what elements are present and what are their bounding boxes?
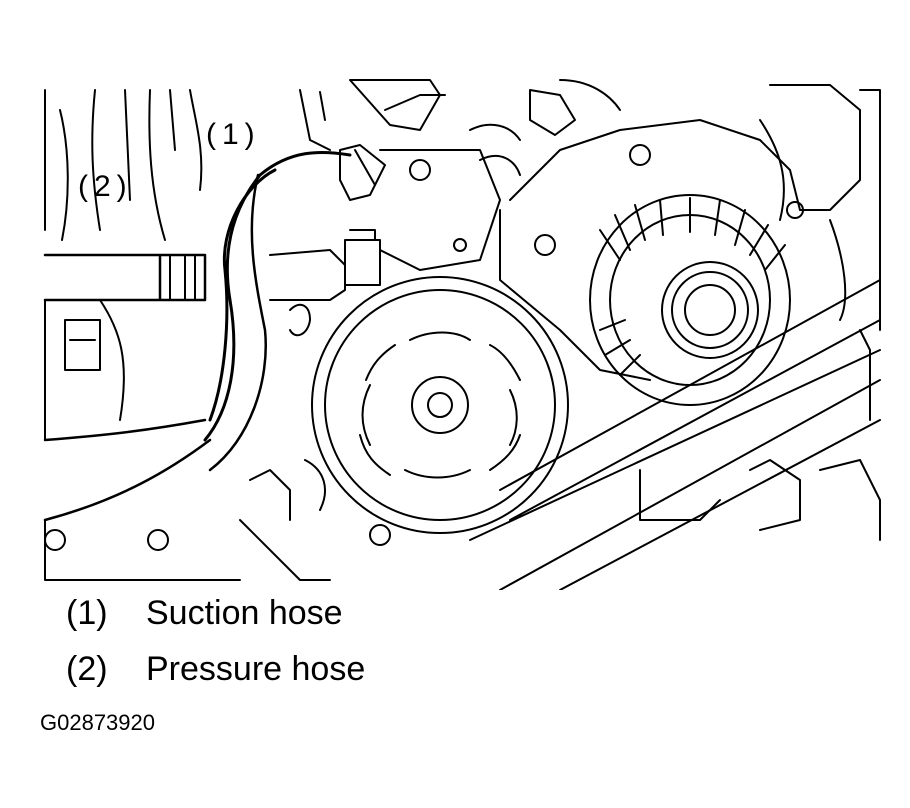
engine-block-outline <box>44 89 241 581</box>
legend-number: (1) <box>66 594 108 632</box>
pressure-hose-lower <box>43 418 212 522</box>
fitting-bolt <box>344 229 381 286</box>
legend-label: Pressure hose <box>146 650 366 688</box>
legend-item-pressure-hose: (2) Pressure hose <box>66 650 365 689</box>
drive-belt <box>469 279 881 541</box>
figure-id: G02873920 <box>40 710 155 735</box>
hose-clamp <box>339 144 386 201</box>
legend-number: (2) <box>66 650 108 688</box>
callout-pressure-hose: (2) <box>78 170 133 203</box>
suction-hose <box>203 150 352 442</box>
alternator <box>469 79 804 406</box>
engine-line-drawing <box>43 79 881 590</box>
pump-pulley <box>311 276 569 534</box>
legend-label: Suction hose <box>146 594 343 632</box>
pressure-hose-upper <box>43 253 207 302</box>
legend-item-suction-hose: (1) Suction hose <box>66 594 343 633</box>
callout-suction-hose: (1) <box>206 118 261 151</box>
